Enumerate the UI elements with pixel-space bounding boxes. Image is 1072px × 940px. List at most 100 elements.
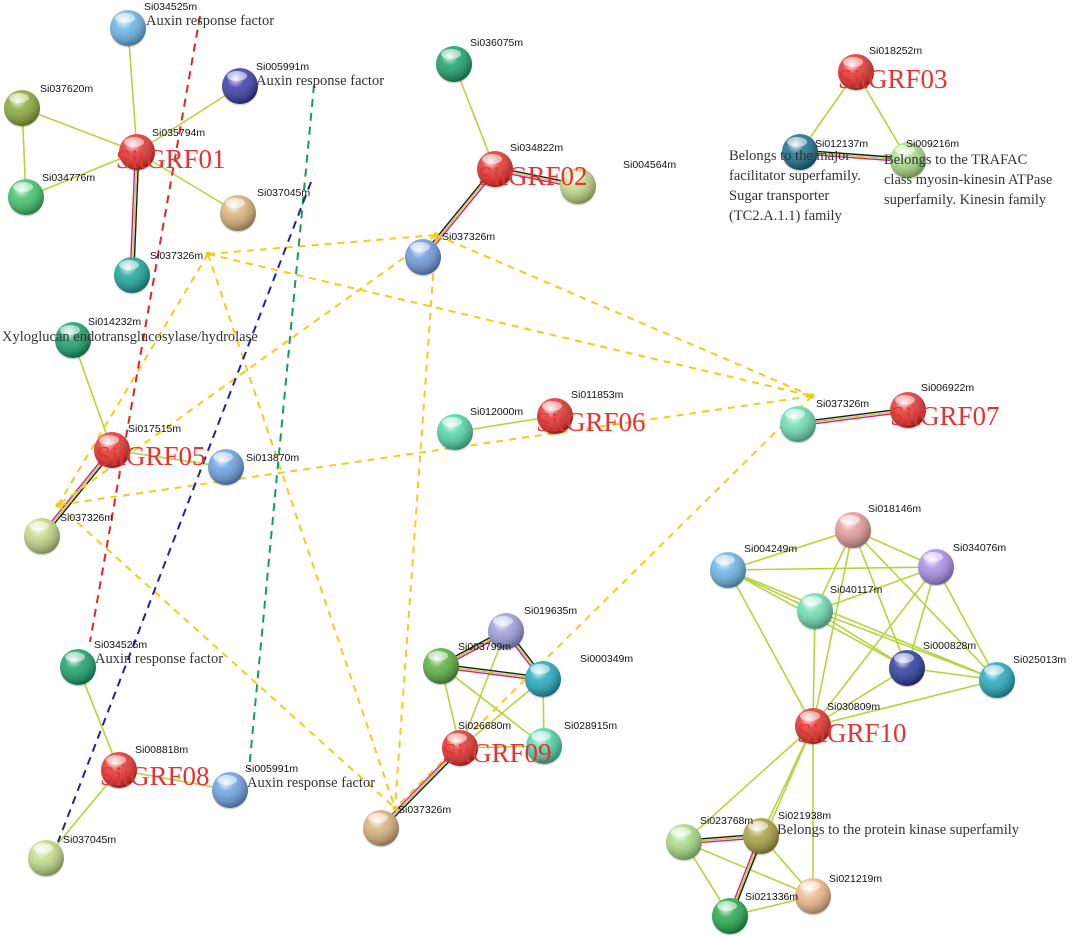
interaction-edge (812, 566, 937, 727)
protein-node-a1[interactable] (110, 10, 146, 48)
protein-node-d3[interactable] (208, 449, 244, 487)
protein-node-h8[interactable] (666, 824, 702, 862)
protein-node-i1[interactable] (60, 649, 96, 687)
protein-node-b4[interactable] (405, 239, 441, 277)
protein-node-h9[interactable] (743, 818, 779, 856)
protein-node-e1[interactable] (437, 414, 473, 452)
multi-evidence-edge (799, 153, 908, 163)
label-si017515m: Si017515m (128, 423, 181, 435)
label-kinase: Belongs to the protein kinase superfamil… (777, 822, 1020, 838)
protein-node-h11[interactable] (712, 898, 748, 936)
protein-node-h5[interactable] (889, 650, 925, 688)
protein-node-b1[interactable] (436, 46, 472, 84)
interaction-edge (77, 666, 120, 771)
interaction-edge (459, 630, 507, 749)
label-si034525m-b: Si034525m (94, 639, 147, 651)
protein-node-i4[interactable] (28, 840, 64, 878)
interaction-edge (118, 769, 231, 791)
label-desc-major-3: Sugar transporter (729, 188, 829, 204)
protein-node-a6[interactable] (220, 195, 256, 233)
protein-node-d1[interactable] (55, 322, 91, 360)
protein-node-h3[interactable] (918, 549, 954, 587)
protein-node-j1[interactable] (488, 613, 524, 651)
protein-node-g02[interactable] (477, 151, 513, 189)
label-auxin-d: Auxin response factor (247, 775, 375, 791)
protein-node-j4[interactable] (526, 728, 562, 766)
label-si018252m: Si018252m (869, 45, 922, 57)
protein-node-h1[interactable] (835, 512, 871, 550)
protein-node-a7[interactable] (114, 257, 150, 295)
protein-node-f2[interactable] (780, 406, 816, 444)
protein-node-a2[interactable] (222, 68, 258, 106)
label-sitgrf07: SitGRF07 (890, 401, 1000, 431)
label-si023768m: Si023768m (700, 815, 753, 827)
label-si012137m: Si012137m (815, 138, 868, 150)
multi-evidence-edge (381, 748, 462, 830)
dashed-red-edge (89, 15, 201, 643)
homology-anchor (392, 805, 398, 811)
label-auxin-a: Auxin response factor (146, 13, 274, 29)
interaction-edge (812, 610, 816, 727)
label-xyloglucan: Xyloglucan endotransglucosylase/hydrolas… (2, 329, 258, 345)
multi-evidence-edge (133, 152, 140, 276)
label-desc-trafac-2: class myosin-kinesin ATPase (884, 172, 1052, 188)
label-si035794m: Si035794m (152, 127, 205, 139)
label-si028915m: Si028915m (564, 720, 617, 732)
protein-node-g01[interactable] (119, 134, 155, 172)
protein-node-g09[interactable] (442, 730, 478, 768)
protein-node-h4[interactable] (797, 593, 833, 631)
label-si037326m-d: Si037326m (816, 398, 869, 410)
protein-node-j3[interactable] (525, 661, 561, 699)
label-si019635m: Si019635m (524, 605, 577, 617)
interaction-edge (814, 610, 908, 669)
label-desc-major-1: Belongs to the major (729, 148, 850, 164)
protein-node-a5[interactable] (8, 179, 44, 217)
label-si009216m: Si009216m (906, 138, 959, 150)
protein-node-b3[interactable] (560, 168, 596, 206)
interaction-edge (111, 449, 227, 468)
label-desc-major-4: (TC2.A.1.1) family (729, 208, 843, 224)
protein-node-j6[interactable] (363, 810, 399, 848)
interaction-edge (727, 569, 814, 727)
interaction-edge (935, 566, 998, 681)
label-si000349m: Si000349m (580, 653, 633, 665)
homology-edge (57, 504, 396, 809)
label-sitgrf02: SitGRF02 (478, 161, 588, 191)
protein-node-j2[interactable] (423, 648, 459, 686)
protein-node-g08[interactable] (101, 752, 137, 790)
label-desc-trafac-3: superfamily. Kinesin family (884, 192, 1047, 208)
protein-node-h10[interactable] (795, 878, 831, 916)
protein-node-a3[interactable] (4, 90, 40, 128)
multi-evidence-edge (380, 747, 461, 829)
protein-node-c3[interactable] (890, 142, 926, 180)
label-si006922m: Si006922m (921, 382, 974, 394)
protein-node-g03[interactable] (838, 54, 874, 92)
protein-node-h2[interactable] (710, 552, 746, 590)
protein-node-g07[interactable] (890, 392, 926, 430)
network-nodes (4, 10, 1015, 936)
label-desc-major-2: facilitator superfamily. (729, 168, 861, 184)
label-auxin-b: Auxin response factor (256, 73, 384, 89)
homology-edge (394, 234, 437, 809)
protein-node-g10[interactable] (795, 708, 831, 746)
homology-edge (57, 395, 813, 506)
network-edges (21, 15, 998, 917)
label-si025013m: Si025013m (1013, 654, 1066, 666)
label-si040117m: Si040117m (830, 584, 883, 596)
interaction-edge (812, 667, 908, 727)
label-si034076m: Si034076m (953, 542, 1006, 554)
protein-node-c2[interactable] (782, 134, 818, 172)
protein-node-g06[interactable] (537, 398, 573, 436)
label-si037326m-a: Si037326m (150, 250, 203, 262)
protein-node-h6[interactable] (979, 662, 1015, 700)
multi-evidence-edge (799, 151, 909, 161)
dashed-navy-edge (57, 181, 312, 843)
protein-node-g05[interactable] (94, 432, 130, 470)
homology-edge (207, 234, 437, 255)
multi-evidence-edge (797, 409, 909, 425)
protein-node-i3[interactable] (212, 772, 248, 810)
protein-node-d4[interactable] (24, 518, 60, 556)
interaction-edge (25, 151, 138, 198)
label-si034822m: Si034822m (510, 142, 563, 154)
label-si008818m: Si008818m (135, 744, 188, 756)
